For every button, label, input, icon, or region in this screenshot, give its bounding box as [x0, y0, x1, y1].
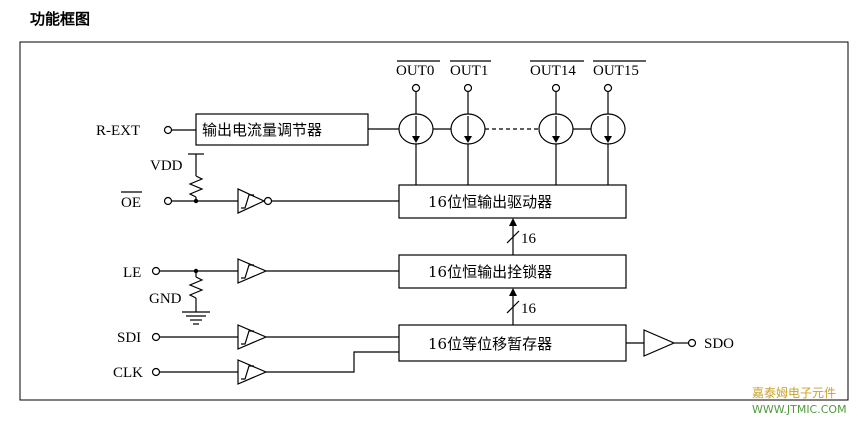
pin-label-sdi: SDI	[117, 330, 141, 346]
output-label-out0: OUT0	[396, 63, 434, 79]
inverter-bubble	[263, 196, 273, 206]
buffer-triangle	[237, 258, 268, 284]
pulldown-resistor	[188, 276, 204, 299]
out0-terminal	[411, 83, 421, 93]
bus-width-label: 16	[521, 301, 537, 317]
clk-terminal	[151, 367, 161, 377]
watermark-url: WWW.JTMIC.COM	[752, 403, 847, 416]
shift-register-label: 16位等位移暂存器	[428, 335, 552, 353]
sdo-terminal	[687, 338, 697, 348]
output-label-out1: OUT1	[450, 63, 488, 79]
driver-label: 16位恒输出驱动器	[428, 193, 552, 211]
pin-label-sdo: SDO	[704, 336, 734, 352]
le-schmitt-buffer	[237, 258, 268, 284]
buffer-triangle	[643, 329, 676, 357]
current-arrow-head	[604, 136, 612, 143]
bus-width-label: 16	[521, 231, 537, 247]
sdi-schmitt-buffer	[237, 324, 268, 350]
driver-block	[398, 184, 627, 219]
ground-symbol	[182, 311, 210, 325]
current-source-out14	[538, 113, 574, 145]
pin-label-clk: CLK	[113, 365, 143, 381]
output-label-out14: OUT14	[530, 63, 576, 79]
buffer-triangle	[237, 359, 268, 385]
bus-arrow-head	[509, 288, 517, 296]
bus-slash	[506, 230, 520, 244]
latch-block	[398, 254, 627, 289]
latch-label: 16位恒输出拴锁器	[428, 263, 552, 281]
bus-arrow-head	[509, 218, 517, 226]
pin-label-gnd: GND	[149, 291, 182, 307]
current-source-out0	[398, 113, 434, 145]
le-terminal	[151, 266, 161, 276]
r-ext-terminal	[163, 125, 173, 135]
inverter-triangle	[237, 188, 266, 214]
schmitt-symbol	[241, 365, 254, 380]
schmitt-symbol	[241, 264, 254, 279]
diagram-frame	[19, 41, 849, 401]
clk-to-shift-wire	[266, 351, 399, 373]
pin-label-r-ext: R-EXT	[96, 123, 140, 139]
current-source-out15	[590, 113, 626, 145]
out15-terminal	[603, 83, 613, 93]
output-pin-out1: OUT1	[450, 60, 491, 185]
pin-label-vdd: VDD	[150, 158, 183, 174]
current-adjust-label: 输出电流量调节器	[202, 121, 322, 139]
clk-schmitt-buffer	[237, 359, 268, 385]
oe-junction	[193, 198, 199, 204]
buffer-triangle	[237, 324, 268, 350]
schmitt-symbol	[241, 330, 254, 345]
pullup-resistor	[188, 175, 204, 198]
out14-terminal	[551, 83, 561, 93]
out1-terminal	[463, 83, 473, 93]
current-adjust-block	[195, 113, 369, 146]
diagram-title: 功能框图	[30, 10, 90, 28]
output-pin-out14: OUT14	[530, 60, 584, 185]
current-arrow-head	[464, 136, 472, 143]
bus-slash	[506, 300, 520, 314]
output-pin-out0: OUT0	[396, 60, 440, 185]
watermark-name: 嘉泰姆电子元件	[752, 386, 836, 400]
pin-label-le: LE	[123, 265, 141, 281]
sdi-terminal	[151, 332, 161, 342]
current-arrow-head	[412, 136, 420, 143]
schmitt-symbol	[241, 194, 254, 209]
current-source-out1	[450, 113, 486, 145]
sdo-buffer	[643, 329, 676, 357]
oe-terminal	[163, 196, 173, 206]
current-arrow-head	[552, 136, 560, 143]
output-label-out15: OUT15	[593, 63, 639, 79]
pin-label-oe: OE	[121, 195, 141, 211]
shift-register-block	[398, 324, 627, 362]
oe-schmitt-inverter	[237, 188, 273, 214]
